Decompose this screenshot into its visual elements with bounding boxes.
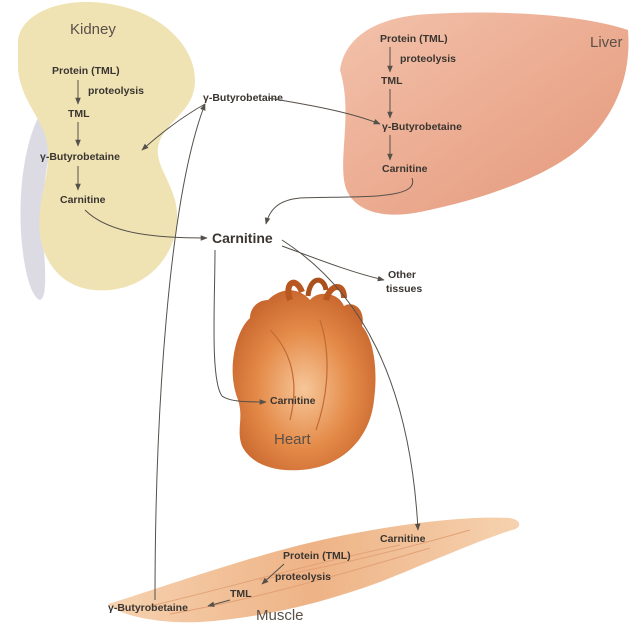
central-carnitine: Carnitine: [212, 230, 273, 246]
heart-label: Heart: [274, 431, 312, 448]
liver-proteolysis: proteolysis: [400, 53, 456, 65]
muscle-tml: TML: [230, 588, 252, 600]
muscle-proteolysis: proteolysis: [275, 571, 331, 583]
muscle-label: Muscle: [256, 607, 304, 624]
kidney-carnitine: Carnitine: [60, 194, 106, 206]
central-butyrobetaine: γ-Butyrobetaine: [203, 92, 283, 104]
kidney-proteolysis: proteolysis: [88, 85, 144, 97]
kidney-butyrobetaine: γ-Butyrobetaine: [40, 151, 120, 163]
liver-carnitine: Carnitine: [382, 163, 428, 175]
other-tissues-line1: Other: [388, 269, 416, 281]
liver-protein: Protein (TML): [380, 33, 448, 45]
other-tissues-line2: tissues: [386, 283, 422, 295]
liver-tml: TML: [381, 75, 403, 87]
kidney-tml: TML: [68, 108, 90, 120]
liver-label: Liver: [590, 34, 623, 51]
kidney-label: Kidney: [70, 21, 116, 38]
heart-carnitine: Carnitine: [270, 395, 316, 407]
muscle-carnitine: Carnitine: [380, 533, 426, 545]
muscle-butyrobetaine: γ-Butyrobetaine: [108, 602, 188, 614]
kidney-protein: Protein (TML): [52, 65, 120, 77]
heart-vessel-3: [308, 280, 326, 296]
liver-butyrobetaine: γ-Butyrobetaine: [382, 121, 462, 133]
muscle-protein: Protein (TML): [283, 550, 351, 562]
